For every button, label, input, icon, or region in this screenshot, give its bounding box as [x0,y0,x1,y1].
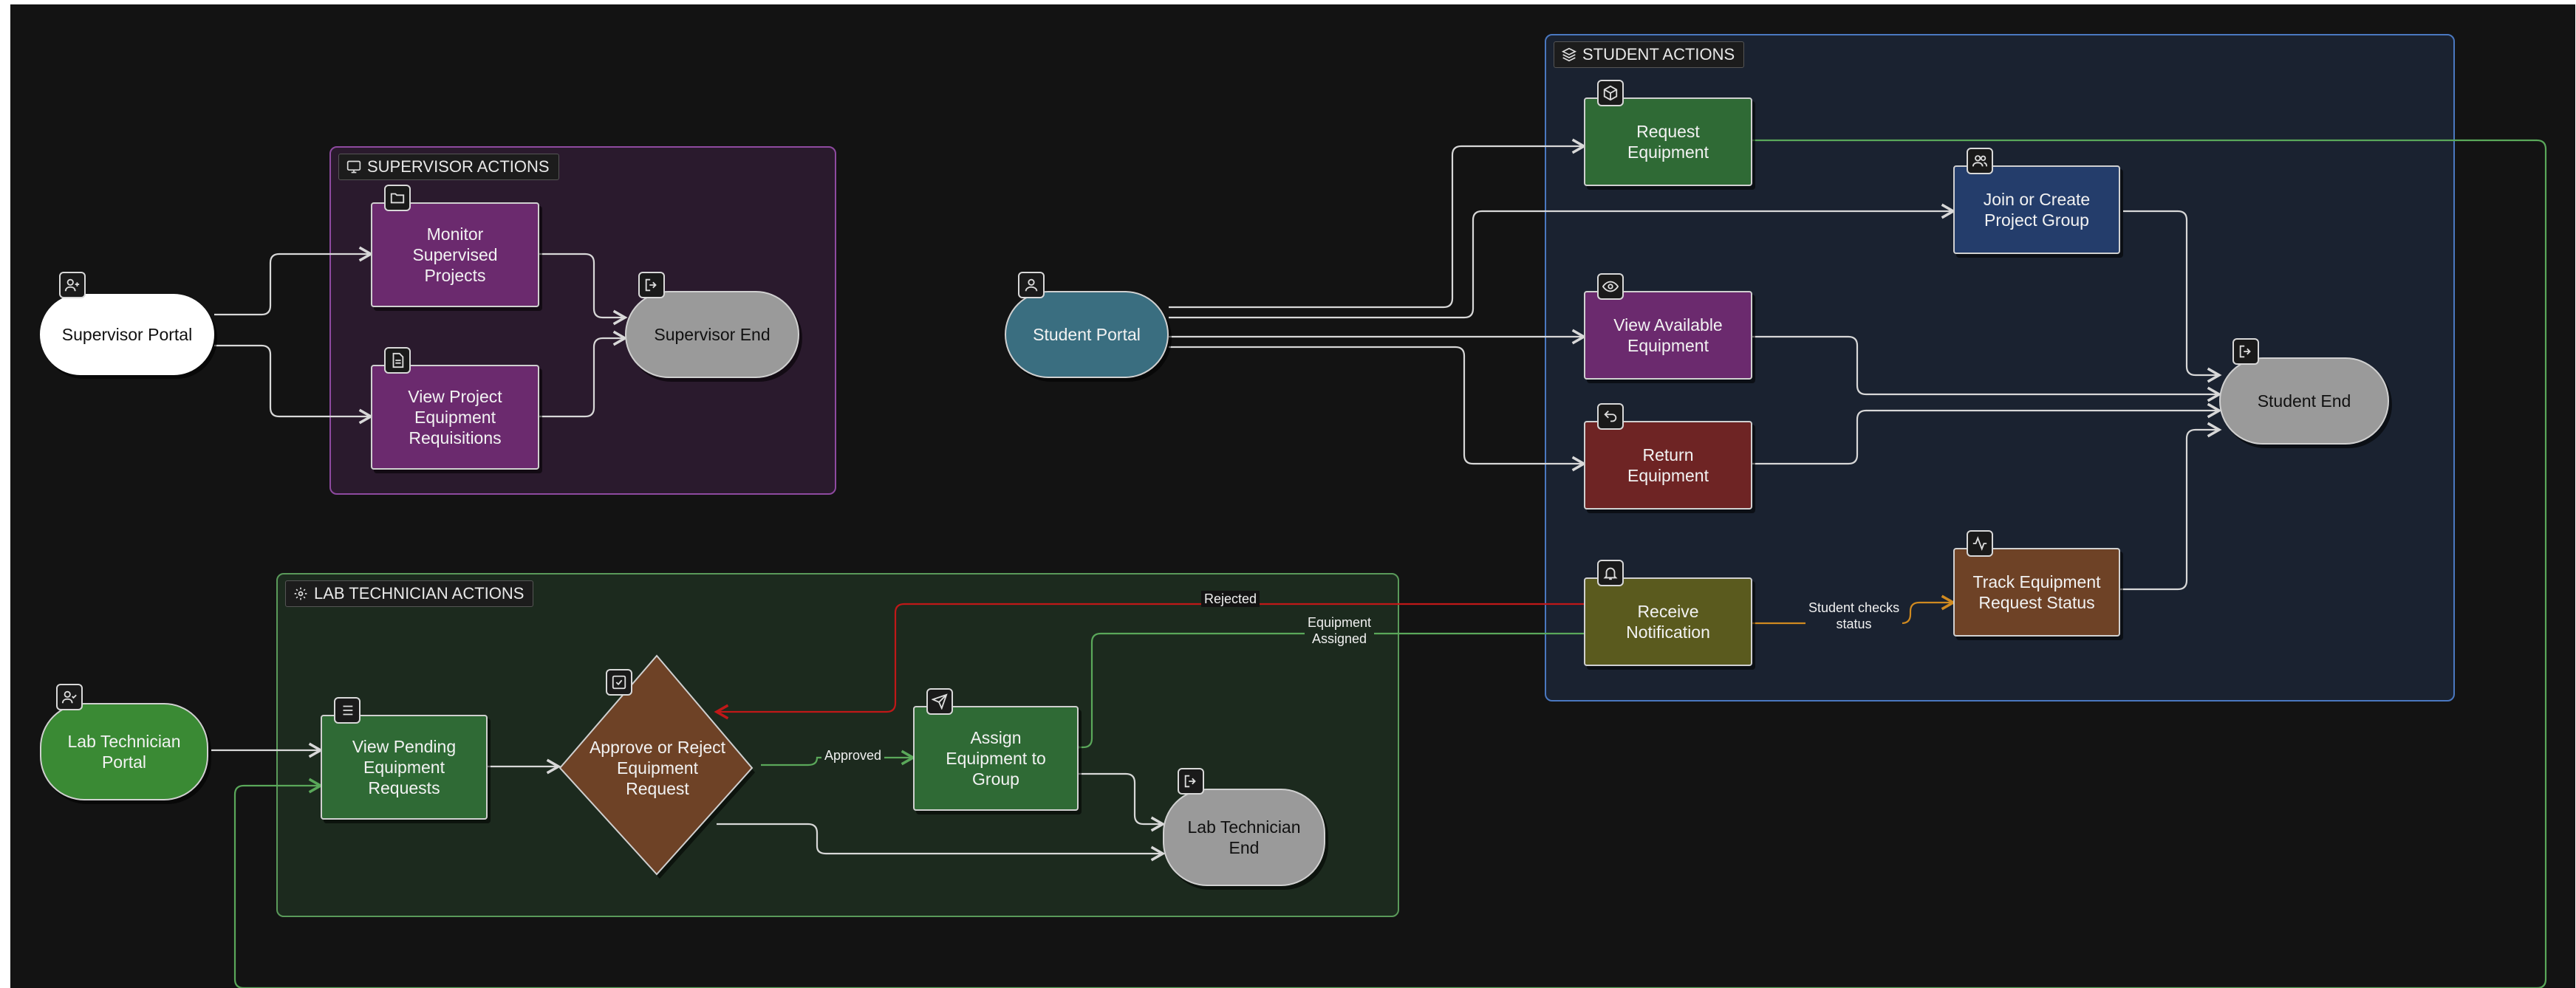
diagram-canvas: SUPERVISOR ACTIONS STUDENT ACTIONS LAB T… [10,4,2575,988]
edge-assign-to-labtech-end [1074,772,1166,832]
student-end-node[interactable]: Student End [2219,357,2389,445]
edge-view-available-to-student-end [1752,335,2222,402]
edge-reject-to-labtech-end [717,823,1166,862]
track-status-node[interactable]: Track Equipment Request Status [1953,548,2120,637]
supervisor-actions-label: SUPERVISOR ACTIONS [338,154,559,180]
user-plus-icon [59,272,86,298]
view-pending-node[interactable]: View Pending Equipment Requests [321,715,488,820]
edge-rejected-to-approve [714,603,1584,720]
supervisor-portal-node[interactable]: Supervisor Portal [40,294,214,375]
view-available-node[interactable]: View Available Equipment [1584,291,1752,380]
users-icon [1967,148,1993,174]
edge-monitor-to-supervisor-end [539,253,628,326]
activity-icon [1967,530,1993,557]
return-equipment-node[interactable]: Return Equipment [1584,421,1752,510]
receive-notification-node[interactable]: Receive Notification [1584,577,1752,666]
user-icon [1018,272,1045,298]
edge-request-to-view-pending [233,139,2547,988]
edge-student-to-request [1169,138,1587,309]
folder-icon [384,185,411,211]
lab-technician-actions-label: LAB TECHNICIAN ACTIONS [285,580,534,607]
bell-icon [1597,560,1624,586]
student-portal-node[interactable]: Student Portal [1005,291,1169,378]
user-check-icon [56,684,83,710]
exit-icon [638,272,665,298]
edge-supervisor-to-view-requisitions [214,344,374,425]
send-icon [926,688,953,715]
edge-return-to-student-end [1752,402,2222,465]
edge-track-to-student-end [2120,422,2222,591]
assign-equipment-node[interactable]: Assign Equipment to Group [913,706,1079,811]
gear-icon [294,587,307,600]
view-requisitions-node[interactable]: View Project Equipment Requisitions [371,365,539,470]
edge-label-approved: Approved [821,747,885,764]
request-equipment-node[interactable]: Request Equipment [1584,97,1752,186]
return-icon [1597,403,1624,430]
edge-requisitions-to-supervisor-end [539,330,628,418]
eye-icon [1597,273,1624,300]
monitor-icon [346,160,361,174]
edge-label-student-checks-status: Student checks status [1805,600,1903,632]
file-icon [384,347,411,374]
check-square-icon [606,669,632,696]
list-icon [334,697,361,724]
labtech-end-node[interactable]: Lab Technician End [1163,789,1325,886]
edge-student-to-return [1169,346,1587,472]
edge-student-to-join [1169,203,1956,319]
edge-label-rejected: Rejected [1201,591,1260,607]
supervisor-end-node[interactable]: Supervisor End [625,291,799,378]
edge-join-to-student-end [2123,210,2222,383]
approve-reject-label: Approve or Reject Equipment Request [589,738,726,798]
approve-reject-decision[interactable]: Approve or Reject Equipment Request [558,654,758,883]
join-group-node[interactable]: Join or Create Project Group [1953,165,2120,254]
layers-icon [1562,47,1576,62]
edge-label-equipment-assigned: Equipment Assigned [1305,614,1375,647]
monitor-projects-node[interactable]: Monitor Supervised Projects [371,202,539,307]
connector-layer [211,138,2547,988]
edge-assign-to-notification [1066,632,1584,755]
box-icon [1597,80,1624,106]
exit-icon [2232,338,2259,365]
exit-icon [1178,768,1204,795]
student-actions-label: STUDENT ACTIONS [1554,41,1745,68]
edge-supervisor-to-monitor [214,246,374,316]
edge-notification-to-track [1752,594,1956,625]
edge-approve-to-assign [761,749,916,766]
labtech-portal-node[interactable]: Lab Technician Portal [40,703,208,800]
